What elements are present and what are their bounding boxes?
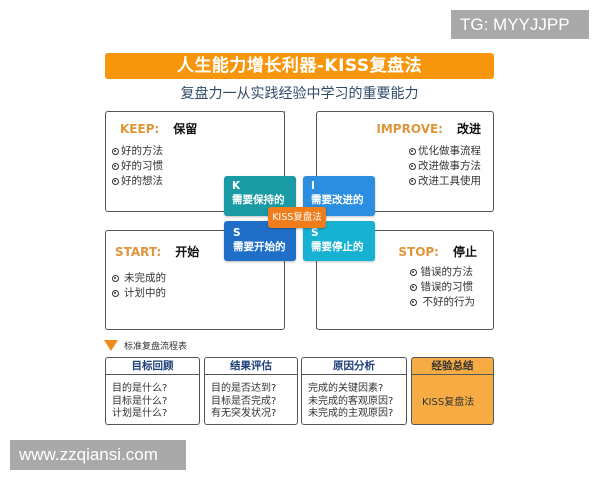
heading-zh: 保留: [173, 122, 198, 136]
list-item: 错误的习惯: [409, 280, 476, 295]
start-list: 未完成的 计划中的: [112, 271, 166, 301]
tile-label: 需要开始的: [233, 241, 286, 253]
list-item: 改进做事方法: [409, 159, 481, 174]
quadrant-heading: STOP: 停止: [398, 243, 477, 260]
list-item: 未完成的: [112, 271, 166, 286]
tile-letter: S: [233, 227, 241, 239]
card-body: 目的是否达到? 目标是否完成? 有无突发状况?: [211, 383, 277, 419]
keep-list: 好的方法 好的习惯 好的想法: [112, 144, 163, 189]
subtitle: 复盘力一从实践经验中学习的重要能力: [180, 86, 419, 102]
bullet-icon: [409, 148, 416, 155]
heading-en: KEEP:: [120, 122, 160, 136]
bullet-icon: [112, 178, 119, 185]
card-body: 完成的关键因素? 未完成的客观原因? 未完成的主观原因?: [308, 383, 394, 419]
process-card-result-evaluation: 结果评估 目的是否达到? 目标是否完成? 有无突发状况?: [204, 357, 298, 425]
quadrant-keep: KEEP: 保留 好的方法 好的习惯 好的想法: [105, 111, 285, 212]
heading-en: START:: [115, 245, 162, 259]
quadrant-heading: KEEP: 保留: [120, 120, 197, 137]
process-card-goal-review: 目标回顾 目的是什么? 目标是什么? 计划是什么?: [105, 357, 200, 425]
process-card-cause-analysis: 原因分析 完成的关键因素? 未完成的客观原因? 未完成的主观原因?: [301, 357, 407, 425]
process-section-title: 标准复盘流程表: [104, 340, 187, 353]
card-header: 经验总结: [412, 358, 493, 375]
title-banner: 人生能力增长利器-KISS复盘法: [105, 53, 494, 79]
list-item: 优化做事流程: [409, 144, 481, 159]
heading-zh: 改进: [456, 122, 481, 136]
quadrant-heading: IMPROVE: 改进: [376, 120, 481, 137]
list-item: 改进工具使用: [409, 174, 481, 189]
heading-zh: 停止: [452, 245, 477, 259]
tile-letter: S: [311, 227, 319, 239]
triangle-down-icon: [104, 340, 118, 351]
watermark-url: www.zzqiansi.com: [10, 440, 186, 470]
heading-zh: 开始: [175, 245, 200, 259]
list-item: 不好的行为: [409, 295, 475, 310]
bullet-icon: [112, 275, 119, 282]
bullet-icon: [409, 163, 416, 170]
bullet-icon: [409, 284, 417, 291]
card-body: KISS复盘法: [422, 397, 475, 408]
bullet-icon: [409, 299, 417, 306]
list-item: 好的方法: [112, 144, 163, 159]
list-item: 错误的方法: [409, 265, 476, 280]
card-header: 原因分析: [302, 358, 406, 375]
bullet-icon: [409, 178, 416, 185]
heading-en: STOP:: [398, 245, 439, 259]
stop-list: 错误的方法 错误的习惯 不好的行为: [409, 265, 476, 310]
process-card-experience-summary: 经验总结 KISS复盘法: [411, 357, 494, 425]
list-item: 好的习惯: [112, 159, 163, 174]
bullet-icon: [112, 163, 119, 170]
bullet-icon: [409, 269, 417, 276]
tile-letter: I: [311, 180, 315, 192]
tile-label: 需要停止的: [311, 241, 364, 253]
card-header: 结果评估: [205, 358, 297, 375]
bullet-icon: [112, 148, 119, 155]
tile-label: 需要改进的: [311, 194, 364, 206]
card-header: 目标回顾: [106, 358, 199, 375]
center-badge: KISS复盘法: [268, 207, 326, 228]
list-item: 好的想法: [112, 174, 163, 189]
improve-list: 优化做事流程 改进做事方法 改进工具使用: [409, 144, 481, 189]
tile-letter: K: [232, 180, 241, 192]
card-body: 目的是什么? 目标是什么? 计划是什么?: [112, 383, 168, 419]
bullet-icon: [112, 290, 119, 297]
tile-label: 需要保持的: [232, 194, 285, 206]
list-item: 计划中的: [112, 286, 166, 301]
heading-en: IMPROVE:: [376, 122, 443, 136]
tile-start: S 需要开始的: [224, 221, 296, 261]
quadrant-heading: START: 开始: [115, 243, 199, 260]
watermark-tg: TG: MYYJJPP: [451, 10, 589, 39]
